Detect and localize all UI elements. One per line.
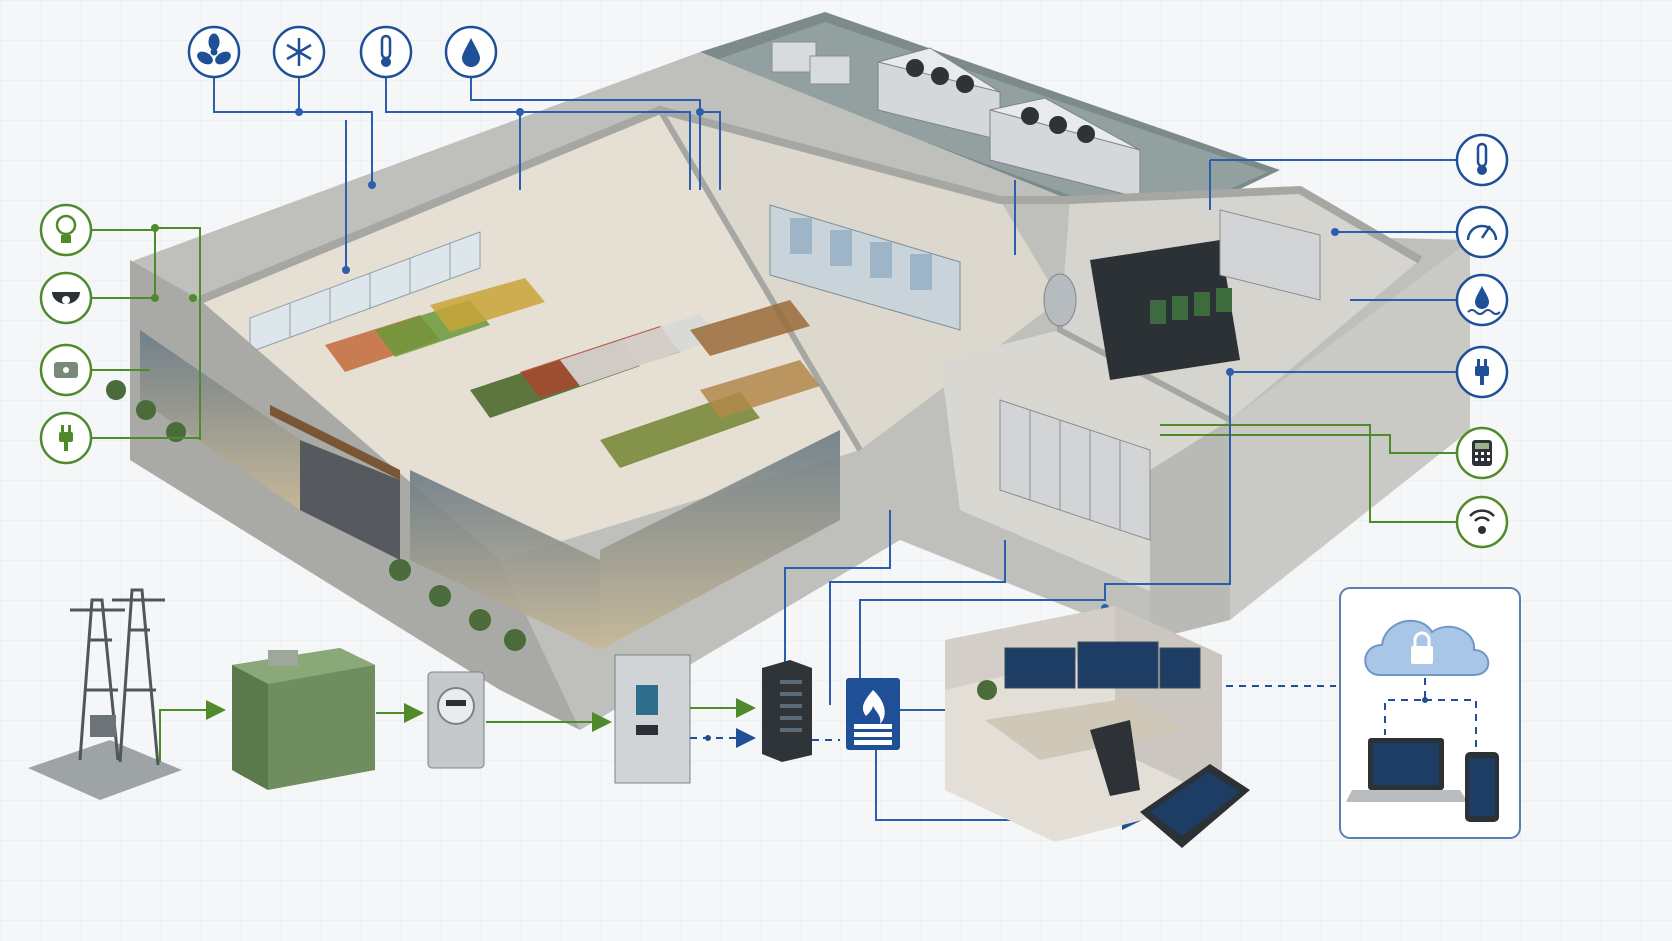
sensor-wiring	[92, 76, 1456, 711]
water-level-icon[interactable]	[1455, 273, 1509, 327]
lightbulb-icon[interactable]	[39, 203, 93, 257]
thermometer-icon[interactable]	[359, 25, 413, 79]
laptop-icon	[1346, 738, 1468, 802]
sensor-icons-left	[39, 203, 93, 465]
sensor-module-icon[interactable]	[39, 343, 93, 397]
transformer-icon	[232, 648, 375, 790]
pressure-gauge-icon[interactable]	[1455, 205, 1509, 259]
controller-keypad-icon[interactable]	[1455, 426, 1509, 480]
landscaping-trees	[106, 380, 526, 651]
cloud-lock-icon	[1364, 619, 1490, 676]
refrigerated-display-cases	[249, 231, 481, 353]
snowflake-icon[interactable]	[272, 25, 326, 79]
storefront-facade	[130, 260, 840, 730]
electric-meter-icon	[427, 671, 485, 769]
refrigeration-compressor-rack	[1043, 240, 1240, 380]
tablet-icon	[1140, 764, 1250, 848]
firewall-icon	[846, 678, 900, 750]
power-plug-icon[interactable]	[39, 411, 93, 465]
thermometer-icon[interactable]	[1455, 133, 1509, 187]
wireless-sensor-icon[interactable]	[1455, 495, 1509, 549]
produce-shelving	[325, 278, 820, 468]
sensor-icons-top	[187, 25, 498, 79]
smartphone-icon	[1465, 752, 1499, 822]
control-room-icon	[945, 606, 1222, 842]
supermarket-building-cutaway	[106, 12, 1470, 730]
power-chain	[28, 588, 1142, 830]
electrical-panel-icon	[614, 654, 691, 784]
water-drop-icon[interactable]	[444, 25, 498, 79]
sales-floor	[200, 110, 860, 560]
fan-icon[interactable]	[187, 25, 241, 79]
power-plug-icon[interactable]	[1455, 345, 1509, 399]
exterior-wall-east	[1230, 240, 1470, 620]
sensor-icons-right	[1455, 133, 1509, 549]
cloud-services-box	[1339, 587, 1521, 839]
transmission-tower-icon	[28, 588, 182, 800]
network-switch-icon	[762, 660, 812, 762]
security-camera-icon[interactable]	[39, 271, 93, 325]
walk-in-freezer-doors	[769, 204, 961, 331]
rooftop-hvac-units	[771, 41, 1141, 199]
electrical-cabinets	[999, 209, 1321, 541]
